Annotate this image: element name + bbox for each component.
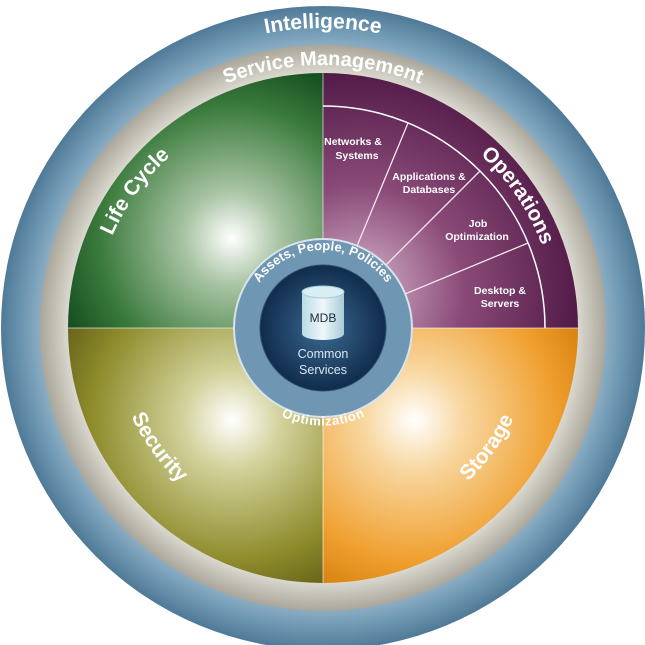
ops-item-desktop[interactable]: Desktop &Servers — [474, 285, 526, 310]
ops-item-applications[interactable]: Applications &Databases — [392, 171, 466, 196]
database-icon — [301, 285, 345, 340]
ops-item-networks[interactable]: Networks &Systems — [324, 136, 382, 162]
operations-dividers — [356, 122, 529, 295]
storage-quadrant[interactable] — [323, 328, 578, 583]
life-cycle-quadrant[interactable] — [68, 73, 323, 328]
security-quadrant[interactable] — [68, 328, 323, 583]
mdb-label: MDB — [310, 311, 337, 325]
